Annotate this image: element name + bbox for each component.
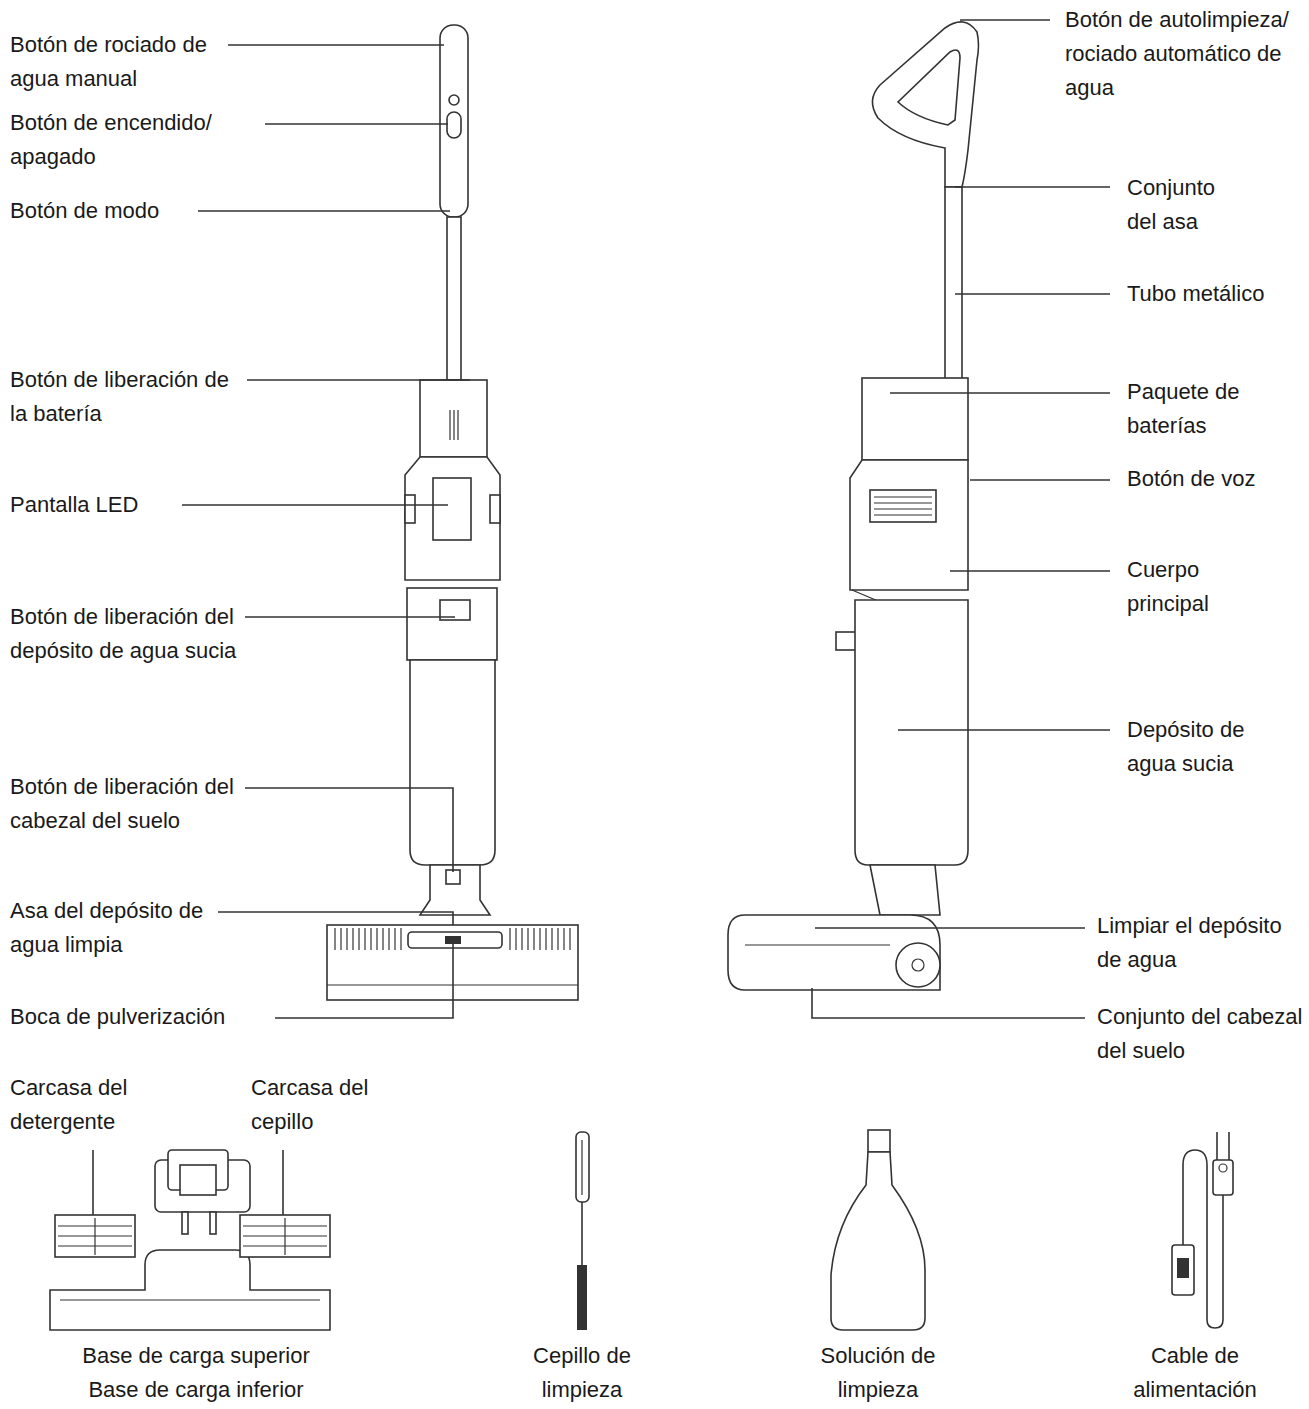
part-label: Botón de encendido/ apagado: [10, 106, 260, 174]
part-label: Botón de autolimpieza/ rociado automátic…: [1065, 3, 1290, 105]
cleaning-bottle: [831, 1130, 925, 1330]
part-label: Cuerpo principal: [1127, 553, 1247, 621]
part-label: Botón de liberación del cabezal del suel…: [10, 770, 245, 838]
part-label: Base de carga inferior: [46, 1373, 346, 1407]
part-label: Limpiar el depósito de agua: [1097, 909, 1307, 977]
part-label: Carcasa del detergente: [10, 1071, 160, 1139]
part-label: Paquete de baterías: [1127, 375, 1277, 443]
cleaning-brush: [576, 1132, 589, 1330]
part-label: Depósito de agua sucia: [1127, 713, 1277, 781]
leader-lines: [182, 45, 470, 1018]
part-label: Solución de limpieza: [803, 1339, 953, 1407]
part-label: Tubo metálico: [1127, 277, 1307, 311]
part-label: Conjunto del asa: [1127, 171, 1247, 239]
side-view: [728, 22, 979, 990]
part-label: Base de carga superior: [46, 1339, 346, 1373]
part-label: Carcasa del cepillo: [251, 1071, 401, 1139]
part-label: Cepillo de limpieza: [507, 1339, 657, 1407]
part-label: Botón de modo: [10, 194, 210, 228]
part-label: Botón de rociado de agua manual: [10, 28, 225, 96]
power-cable: [1172, 1132, 1233, 1328]
part-label: Cable de alimentación: [1115, 1339, 1275, 1407]
charging-base: [50, 1150, 330, 1330]
part-label: Asa del depósito de agua limpia: [10, 894, 220, 962]
part-label: Botón de voz: [1127, 462, 1297, 496]
part-label: Conjunto del cabezal del suelo: [1097, 1000, 1307, 1068]
leader-lines: [812, 20, 1110, 1018]
part-label: Pantalla LED: [10, 488, 180, 522]
part-label: Botón de liberación de la batería: [10, 363, 245, 431]
part-label: Botón de liberación del depósito de agua…: [10, 600, 245, 668]
part-label: Boca de pulverización: [10, 1000, 275, 1034]
